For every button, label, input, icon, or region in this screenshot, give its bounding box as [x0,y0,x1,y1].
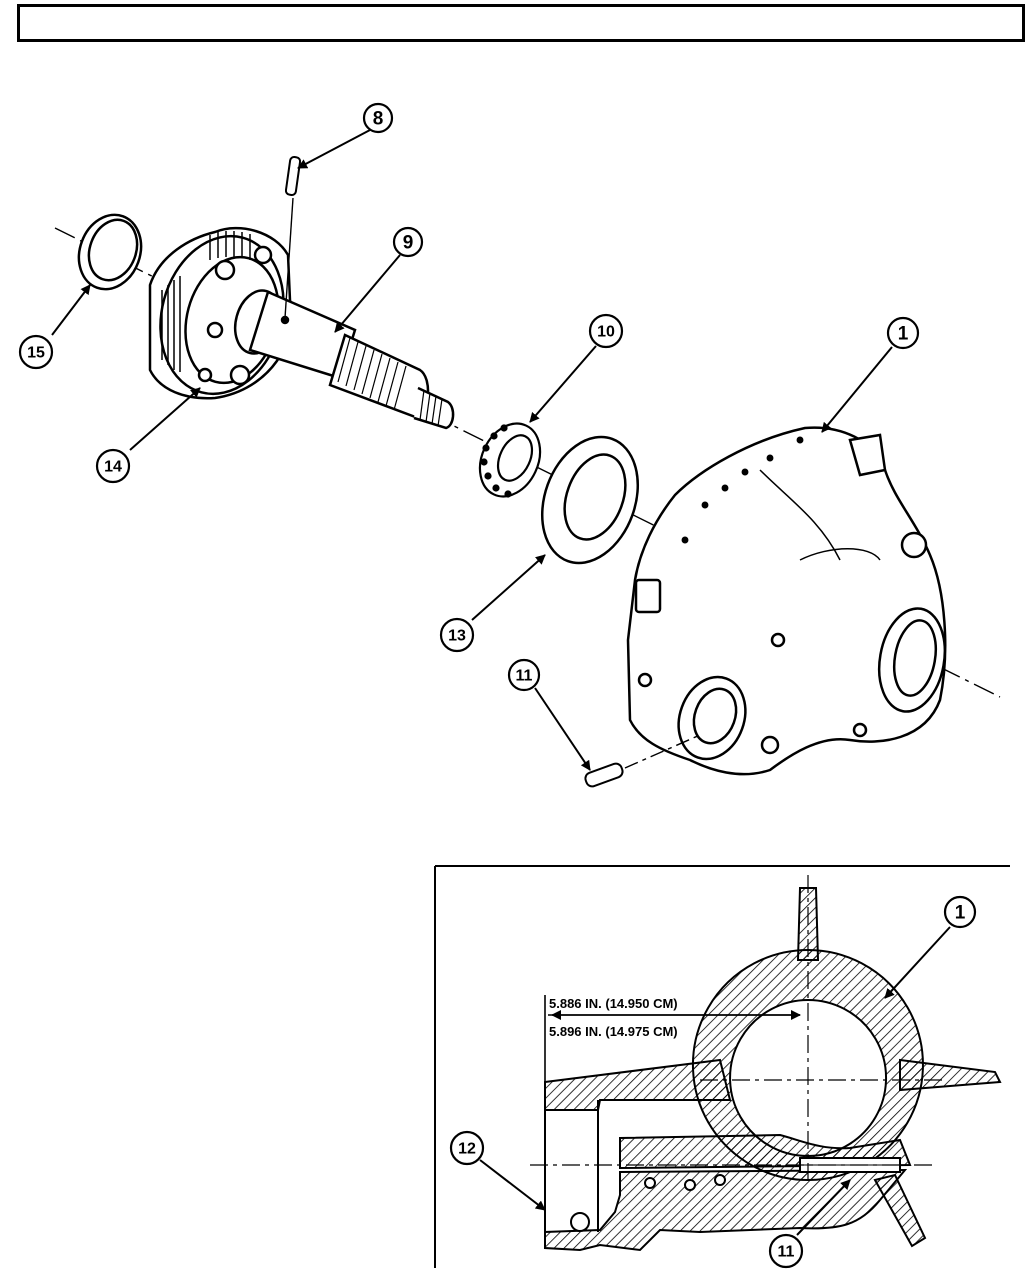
callout-1-detail: 1 [955,903,966,924]
dimension-min: 5.886 IN. (14.950 CM) [549,996,678,1011]
callout-15-circle [18,334,54,370]
dimension-max: 5.896 IN. (14.975 CM) [549,1024,678,1039]
callout-8-circle [362,102,394,134]
differential-housing [626,426,947,776]
leader-14 [129,387,201,451]
oil-seal [540,435,640,565]
callout-12-circle [449,1130,485,1166]
header-frame [17,4,1025,42]
shaft-pin [284,156,302,196]
callout-8: 8 [373,109,384,130]
leader-9 [334,254,401,333]
tube-pin [584,762,624,788]
bearing-cone [478,422,542,498]
callout-1-top-circle [886,316,920,350]
callout-15: 15 [27,345,45,362]
callout-9-circle [392,226,424,258]
leader-15 [51,284,91,336]
callout-1-top: 1 [898,324,909,345]
leader-11-top [534,687,591,771]
callout-14-circle [95,448,131,484]
callout-13-circle [439,617,475,653]
leader-1 [821,346,893,433]
detail-frame [434,865,1010,1268]
leader-8 [297,129,371,169]
output-shaft [233,289,455,430]
callout-10-circle [588,313,624,349]
leader-1-detail [884,926,951,999]
bearing-cup [77,213,143,291]
callout-11-top-circle [507,658,541,692]
leader-12 [479,1159,546,1211]
callout-12: 12 [458,1141,476,1158]
callout-11-detail: 11 [778,1244,795,1261]
callout-11-detail-circle [768,1233,804,1269]
housing-section [544,887,1002,1252]
callout-14: 14 [104,459,122,476]
callout-10: 10 [597,324,615,341]
leader-10 [529,345,597,423]
leader-11-detail [796,1179,851,1236]
callout-13: 13 [448,628,466,645]
callout-1-detail-circle [943,895,977,929]
callout-11-top: 11 [516,668,533,685]
callout-9: 9 [403,233,414,254]
leader-13 [471,554,546,621]
